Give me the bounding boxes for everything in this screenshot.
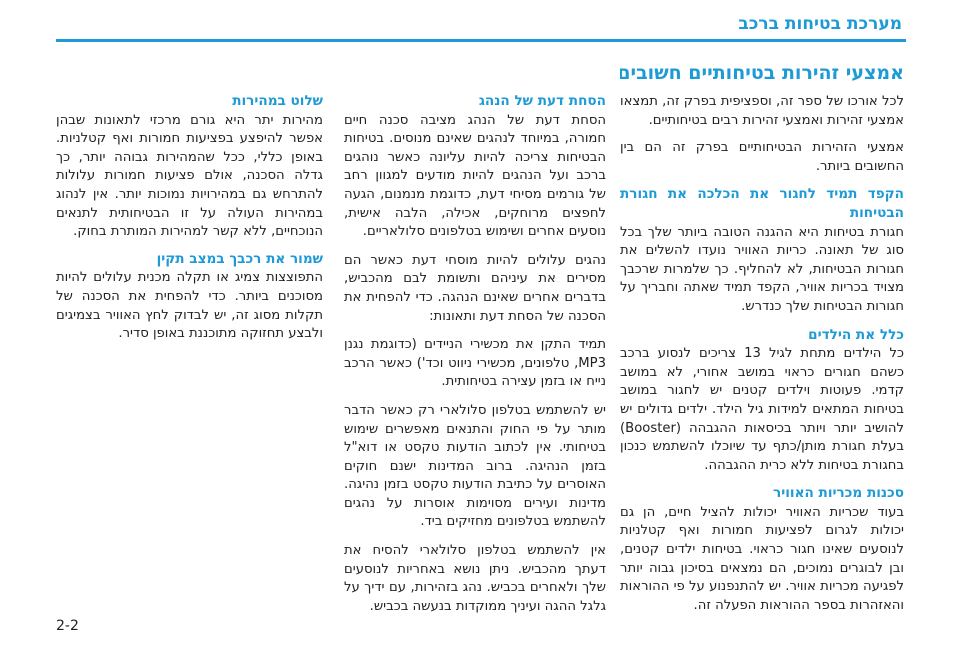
intro-paragraph: לכל אורכו של ספר זה, וספציפית בפרק זה, ת… (620, 94, 904, 128)
section-heading-children: כלל את הילדים (808, 326, 904, 343)
distraction-paragraph: נהגים עלולים להיות מוסחי דעת כאשר הם מסי… (344, 252, 606, 324)
header-divider (56, 39, 906, 42)
section-text-airbags: בעוד שכריות האוויר יכולות להציל חיים, הן… (620, 504, 904, 613)
right-column: אמצעי זהירות בטיחותיים חשובים לכל אורכו … (620, 61, 904, 624)
bullet-section-airbags: • סכנות מכריות האוויר בעוד שכריות האוויר… (620, 484, 904, 615)
bullet-section-children: • כלל את הילדים כל הילדים מתחת לגיל 13 צ… (620, 326, 904, 476)
section-heading-distraction: הסחת דעת של הנהג (478, 93, 606, 109)
section-heading-seatbelt: הקפד תמיד לחגור את הכלכה את חגורת הבטיחו… (620, 186, 904, 221)
intro-paragraph: אמצעי הזהירות הבטיחותיים בפרק זה הם בין … (620, 140, 904, 174)
section-heading-airbags: סכנות מכריות האוויר (773, 485, 904, 502)
distraction-paragraph: יש להשתמש בטלפון סלולארי רק כאשר הדבר מו… (344, 402, 606, 530)
distraction-paragraph: אין להשתמש בטלפון סלולארי להסיח את דעתך … (344, 543, 606, 614)
main-heading: אמצעי זהירות בטיחותיים חשובים (620, 62, 904, 84)
middle-column: הסחת דעת של הנהג הסחת דעת של הנהג מציבה … (344, 92, 606, 626)
section-text-children: כל הילדים מתחת לגיל 13 צריכים לנסוע ברכב… (620, 346, 904, 473)
section-heading-speed: שלוט במהירות (232, 93, 323, 109)
section-heading-maintenance: שמור את רכבך במצב תקין (156, 250, 323, 267)
distraction-paragraph: תמיד התקן את מכשירי הניידים (כדוגמת נגנן… (344, 337, 606, 390)
left-column: שלוט במהירות מהירות יתר היא גורם מרכזי ל… (56, 92, 323, 352)
page-header-title: מערכת בטיחות ברכב (738, 14, 902, 34)
page-number: 2-2 (56, 618, 79, 634)
distraction-paragraph: הסחת דעת של הנהג מציבה סכנה חיים חמורה, … (344, 112, 606, 240)
section-text-seatbelt: חגורת בטיחות היא ההגנה הטובה ביותר שלך ב… (620, 224, 904, 314)
section-text-maintenance: התפוצצות צמיג או תקלה מכנית עלולים להיות… (56, 270, 323, 342)
section-text-speed: מהירות יתר היא גורם מרכזי לתאונות שבהן א… (56, 112, 323, 240)
